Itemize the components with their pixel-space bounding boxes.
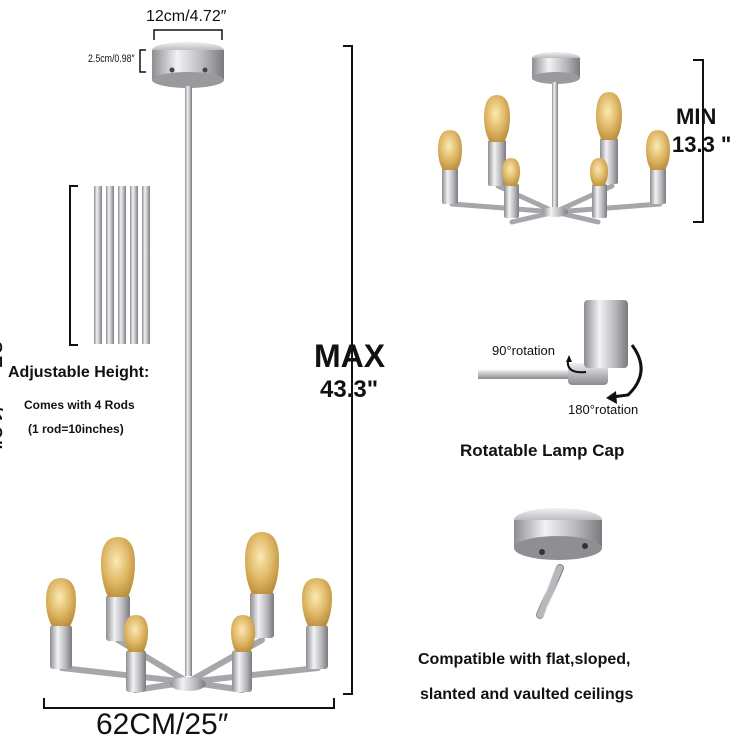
canopy-height-label: 2.5cm/0.98″ <box>88 53 135 65</box>
max-height-label: MAX <box>314 338 386 374</box>
lamp-3 <box>124 615 148 692</box>
rotatable-cap-illustration <box>478 300 643 404</box>
adjustable-height-rods: Comes with 4 Rods <box>24 398 135 412</box>
rod-length-label: 25cm/10″ <box>0 340 8 449</box>
min-height-label: MIN <box>676 104 717 129</box>
canopy <box>152 42 224 88</box>
ceiling-compat-line2: slanted and vaulted ceilings <box>420 686 634 703</box>
adjustable-height-title: Adjustable Height: <box>8 364 150 381</box>
sloped-canopy-illustration <box>514 508 602 619</box>
width-label: 62CM/25″ <box>96 708 229 741</box>
lamp-5 <box>231 615 255 692</box>
down-rod <box>185 86 192 676</box>
rods-illustration <box>94 186 150 344</box>
lamp-1 <box>46 578 76 669</box>
main-chandelier <box>46 42 332 693</box>
rotatable-cap-caption: Rotatable Lamp Cap <box>460 441 625 460</box>
adjustable-height-rod-length: (1 rod=10inches) <box>28 422 124 436</box>
center-hub <box>170 677 206 691</box>
lamp-4 <box>245 532 279 638</box>
ceiling-compat-line1: Compatible with flat,sloped, <box>418 651 631 668</box>
lamp-2 <box>101 537 135 641</box>
rotation-180-label: 180°rotation <box>568 402 639 417</box>
canopy-width-label: 12cm/4.72″ <box>146 8 227 25</box>
max-height-value: 43.3" <box>320 376 379 403</box>
lamp-6 <box>302 578 332 669</box>
min-chandelier <box>438 52 670 225</box>
dimension-lines <box>43 29 704 709</box>
rotation-90-label: 90°rotation <box>492 343 556 358</box>
min-height-value: 13.3 " <box>672 132 732 157</box>
